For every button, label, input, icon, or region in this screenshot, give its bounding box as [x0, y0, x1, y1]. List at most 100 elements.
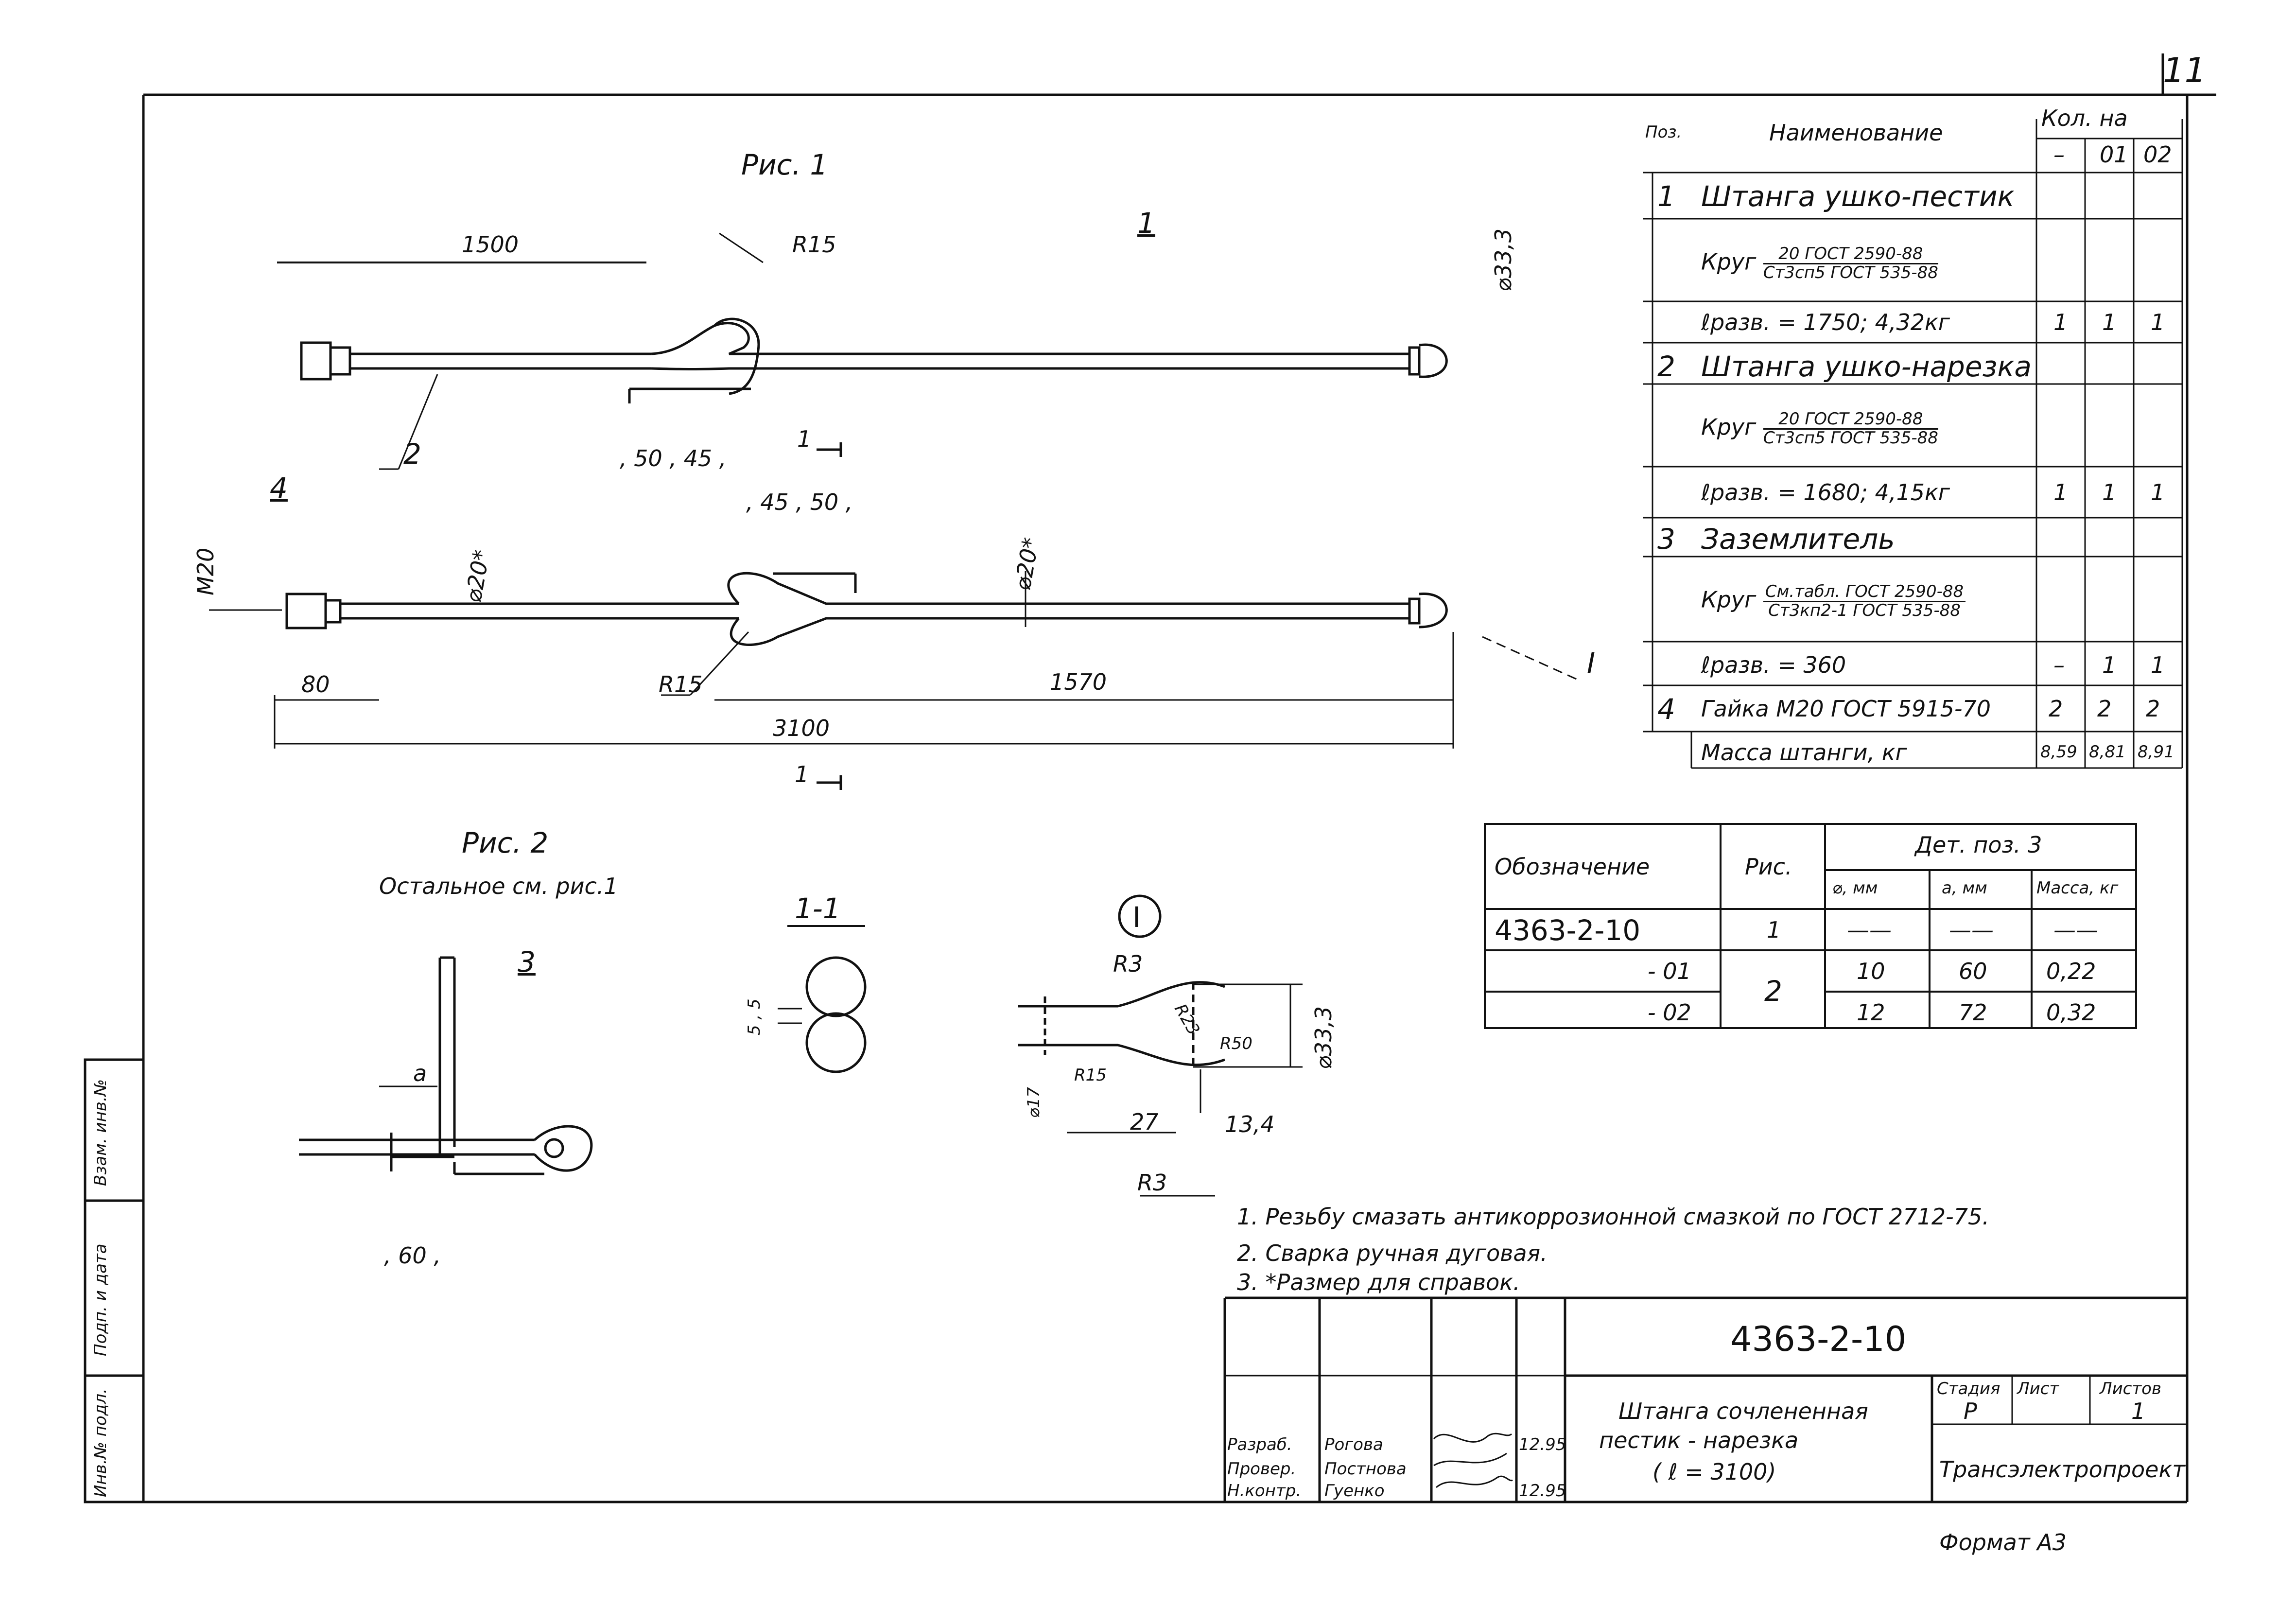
fig1-dims-50-45: , 50 , 45 , — [620, 445, 727, 472]
parts-row-2-name: ℓразв. = 1750; 4,32кг — [1701, 309, 1950, 335]
fig1-section-mark-bottom: 1 — [795, 761, 809, 787]
detail-I-dim-27: 27 — [1130, 1109, 1159, 1135]
variants-row-2-designation: - 02 — [1648, 999, 1691, 1026]
detail-I-geometry — [1018, 894, 1303, 1197]
parts-row-10-q2: 8,91 — [2138, 742, 2174, 762]
parts-row-10-name: Масса штанги, кг — [1701, 739, 1907, 766]
variants-row-2-mass: 0,32 — [2046, 999, 2096, 1026]
variants-row-1-d: 10 — [1857, 958, 1885, 984]
variants-row-1-a: 60 — [1959, 958, 1987, 984]
left-stamp-replacement: Взам. инв.№ — [91, 1079, 110, 1186]
variants-table-grid — [1484, 823, 2137, 1029]
fig1-dim-80: 80 — [301, 671, 330, 698]
parts-row-6-pos: 3 — [1657, 523, 1675, 556]
variants-row-0-mass: —— — [2053, 917, 2098, 943]
note-2: 2. Сварка ручная дуговая. — [1237, 1240, 1548, 1266]
parts-row-9-q0: 2 — [2049, 696, 2063, 722]
section-1-1-title: 1-1 — [795, 892, 841, 925]
titleblock-date-0: 12.95 — [1519, 1435, 1566, 1454]
fig1-dim-1500: 1500 — [462, 231, 519, 258]
format-note: Формат А3 — [1939, 1529, 2067, 1555]
titleblock-name-line1: Штанга сочлененная — [1618, 1398, 1868, 1424]
left-stamp-inventory: Инв.№ подл. — [91, 1388, 110, 1497]
variants-row-0-fig: 1 — [1767, 917, 1781, 943]
parts-row-9-q1: 2 — [2097, 696, 2112, 722]
detail-I-r50: R50 — [1220, 1034, 1252, 1053]
parts-qty-col-2: 02 — [2143, 141, 2172, 168]
parts-row-10-q0: 8,59 — [2040, 742, 2077, 762]
parts-row-8-q1: 1 — [2102, 652, 2117, 678]
detail-I-r15: R15 — [1074, 1066, 1107, 1085]
parts-row-2-q2: 1 — [2151, 309, 2165, 335]
left-stamp-signature-date: Подп. и дата — [91, 1243, 110, 1356]
titleblock-org: Трансэлектропроект — [1939, 1456, 2186, 1483]
variants-row-1-mass: 0,22 — [2046, 958, 2096, 984]
parts-row-9-pos: 4 — [1657, 693, 1675, 726]
parts-col-pos: Поз. — [1645, 122, 1682, 142]
variants-row-0-designation: 4363-2-10 — [1495, 914, 1641, 947]
titleblock-role-2: Н.контр. — [1227, 1481, 1302, 1501]
fig1-upper-rod — [277, 232, 1448, 470]
variants-row-0-a: —— — [1949, 917, 1994, 943]
parts-row-3-name: Штанга ушко-нарезка — [1701, 350, 2032, 383]
parts-row-5-q2: 1 — [2151, 479, 2165, 506]
titleblock-person-2: Гуенко — [1324, 1481, 1385, 1501]
fig1-detail-marker: I — [1587, 646, 1596, 680]
titleblock-person-1: Постнова — [1324, 1459, 1407, 1479]
fig2-geometry — [299, 956, 593, 1175]
parts-row-10-q1: 8,81 — [2089, 742, 2126, 762]
fig1-position-marker: 1 — [1137, 207, 1155, 240]
fig1-lower-rod — [209, 442, 1580, 790]
titleblock-sheets: 1 — [2131, 1398, 2146, 1424]
parts-row-8-q2: 1 — [2151, 652, 2165, 678]
parts-col-qty: Кол. на — [2041, 105, 2128, 131]
variants-row-1-designation: - 01 — [1648, 958, 1691, 984]
fig1-dim-3100: 3100 — [773, 715, 830, 741]
variants-col-fig: Рис. — [1745, 854, 1792, 880]
fig1-section-mark-top: 1 — [797, 426, 812, 452]
titleblock-code: 4363-2-10 — [1730, 1319, 1907, 1359]
parts-row-8-name: ℓразв. = 360 — [1701, 652, 1846, 678]
title-block-grid — [1223, 1296, 2187, 1502]
titleblock-person-0: Рогова — [1324, 1435, 1383, 1454]
parts-row-2-q0: 1 — [2053, 309, 2068, 335]
parts-table-grid — [1643, 119, 2183, 769]
fig1-radius-r15-top: R15 — [792, 231, 836, 258]
parts-row-5-name: ℓразв. = 1680; 4,15кг — [1701, 479, 1950, 506]
titleblock-sheets-label: Листов — [2100, 1379, 2162, 1398]
variants-row-2-d: 12 — [1857, 999, 1885, 1026]
fig2-dim-a: а — [413, 1060, 427, 1086]
fig2-dim-60: , 60 , — [384, 1242, 441, 1269]
variants-col-a: а, мм — [1942, 878, 1987, 898]
parts-row-5-q0: 1 — [2053, 479, 2068, 506]
titleblock-name-line2: пестик - нарезка — [1599, 1427, 1799, 1453]
parts-row-8-q0: – — [2053, 652, 2065, 678]
fig2-title: Рис. 2 — [462, 826, 549, 859]
variants-row-0-d: —— — [1847, 917, 1892, 943]
parts-qty-col-1: 01 — [2100, 141, 2128, 168]
parts-row-3-pos: 2 — [1657, 350, 1675, 383]
titleblock-role-0: Разраб. — [1227, 1435, 1292, 1454]
fig1-dim-1570: 1570 — [1050, 669, 1107, 695]
fig1-leader-2: 2 — [403, 437, 421, 471]
parts-row-2-q1: 1 — [2102, 309, 2117, 335]
parts-row-0-name: Штанга ушко-пестик — [1701, 180, 2015, 213]
section-1-1-geometry — [778, 925, 867, 1073]
titleblock-date-2: 12.95 — [1519, 1481, 1566, 1501]
parts-row-0-pos: 1 — [1657, 180, 1675, 213]
titleblock-stage-label: Стадия — [1937, 1379, 2000, 1398]
variants-col-mass: Масса, кг — [2036, 878, 2119, 898]
detail-I-dim-13-4: 13,4 — [1225, 1111, 1275, 1137]
note-1: 1. Резьбу смазать антикоррозионной смазк… — [1237, 1204, 1989, 1230]
titleblock-stage: Р — [1964, 1398, 1977, 1424]
parts-row-5-q1: 1 — [2102, 479, 2117, 506]
fig1-leader-4: 4 — [270, 472, 288, 505]
titleblock-name-line3: ( ℓ = 3100) — [1652, 1459, 1776, 1485]
variants-row-2-a: 72 — [1959, 999, 1987, 1026]
variants-col-designation: Обозначение — [1495, 854, 1650, 880]
